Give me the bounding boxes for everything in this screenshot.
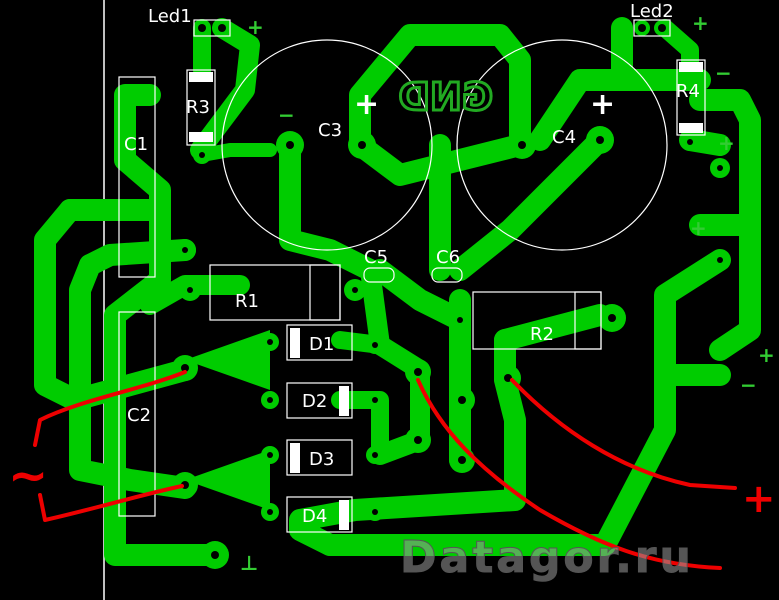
copper-tracks — [34, 17, 761, 566]
label-led1: Led1 — [148, 6, 192, 27]
component-labels: Led1 Led2 R3 R4 C1 C2 C3 C4 C5 C6 R1 R2 … — [124, 1, 700, 527]
label-r2: R2 — [530, 324, 554, 345]
sign-plus-right-2: + — [690, 216, 707, 240]
label-c4: C4 — [552, 127, 576, 148]
polarity-signs: + + − − + + + + + − ⊥ — [240, 11, 775, 575]
ac-tilde: ~ — [8, 448, 48, 504]
plus-output-mark: + — [742, 476, 776, 522]
label-c3: C3 — [318, 120, 342, 141]
red-annotations: ~ + — [8, 370, 776, 570]
label-r4: R4 — [676, 81, 700, 102]
ground-symbol: ⊥ — [240, 551, 258, 575]
component-outlines — [118, 19, 706, 533]
label-c2: C2 — [127, 405, 151, 426]
sign-minus-right: − — [740, 373, 757, 397]
label-led2: Led2 — [630, 1, 674, 22]
label-d3: D3 — [309, 449, 334, 470]
sign-minus-r4: − — [715, 61, 732, 85]
label-c5: C5 — [364, 247, 388, 268]
sign-plus-c4: + — [590, 87, 615, 122]
label-c6: C6 — [436, 247, 460, 268]
watermark: Datagor.ru — [400, 532, 694, 583]
sign-plus-led2: + — [692, 11, 709, 35]
label-d1: D1 — [309, 334, 334, 355]
label-r3: R3 — [186, 97, 210, 118]
label-c1: C1 — [124, 134, 148, 155]
label-r1: R1 — [235, 291, 259, 312]
sign-plus-right-3: + — [758, 343, 775, 367]
sign-plus-c3: + — [354, 87, 379, 122]
red-wire-left — [416, 378, 722, 570]
label-d2: D2 — [302, 391, 327, 412]
sign-plus-led1: + — [247, 15, 264, 39]
ac-wire-1 — [33, 370, 187, 447]
label-d4: D4 — [302, 506, 327, 527]
red-wire-right — [510, 378, 737, 490]
gnd-copper-text: GND — [398, 75, 493, 119]
ac-wire-2 — [38, 484, 184, 522]
sign-minus-c3: − — [278, 103, 295, 127]
sign-plus-right-1: + — [718, 131, 735, 155]
